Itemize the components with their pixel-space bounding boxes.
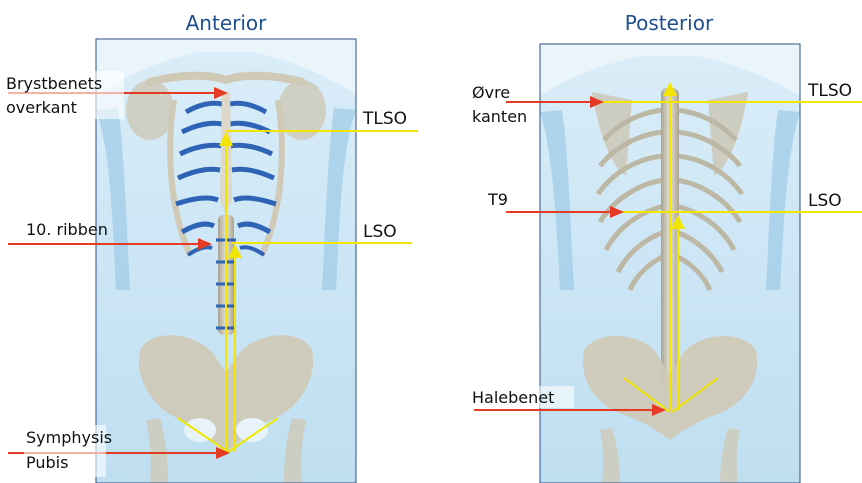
anterior-right-obturator	[236, 418, 268, 442]
posterior-t9-label: T9	[487, 190, 508, 209]
posterior-upper-edge-label-line2: kanten	[472, 107, 527, 126]
anterior-rib10-label: 10. ribben	[26, 220, 108, 239]
anterior-title: Anterior	[186, 11, 268, 35]
anterior-symphysis-label-line1: Symphysis	[26, 428, 112, 447]
anterior-symphysis-label-line2: Pubis	[26, 453, 68, 472]
posterior-panel: Posterior	[470, 11, 862, 483]
posterior-upper-edge-label-line1: Øvre	[472, 83, 510, 102]
anterior-panel: Anterior	[4, 11, 418, 483]
anterior-sternum-label-line1: Brystbenets	[6, 74, 102, 93]
anterior-tlso-label: TLSO	[362, 109, 407, 129]
posterior-title: Posterior	[625, 11, 714, 35]
anterior-lso-label: LSO	[363, 222, 397, 242]
anterior-sternum-label-line2: overkant	[6, 98, 77, 117]
anterior-left-shoulder	[126, 80, 174, 140]
anterior-clavicles	[150, 76, 302, 82]
anterior-left-obturator	[184, 418, 216, 442]
posterior-coccyx-label: Halebenet	[472, 388, 554, 407]
posterior-lso-label: LSO	[808, 191, 842, 211]
posterior-tlso-label: TLSO	[807, 81, 852, 101]
